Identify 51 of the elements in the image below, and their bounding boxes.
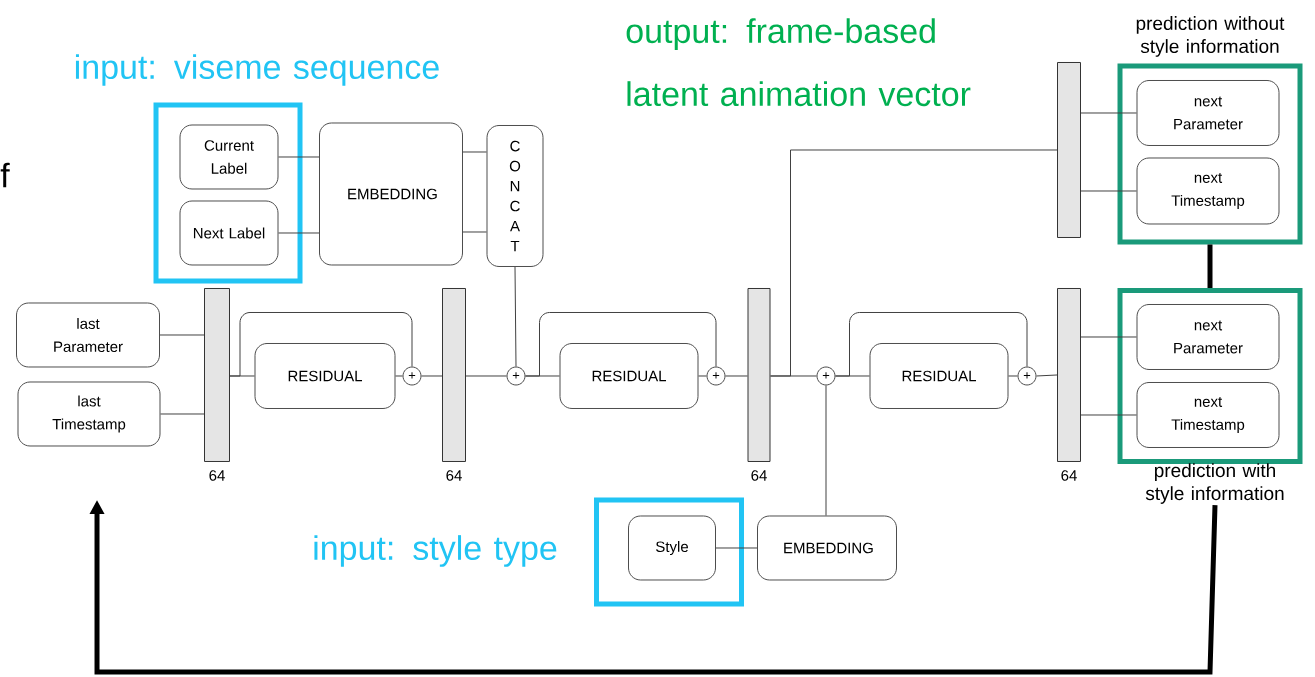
size-label: 64 — [1061, 470, 1077, 481]
layer-box: Next Label — [179, 200, 279, 266]
connector-line — [462, 151, 487, 153]
layer-box: last Parameter — [16, 302, 160, 368]
layer-box: EMBEDDING — [757, 515, 897, 581]
frame-heading: prediction with style information — [1145, 463, 1284, 504]
layer-box: Style — [628, 515, 716, 581]
connector-line — [465, 375, 507, 377]
layer-box: RESIDUAL — [869, 343, 1009, 409]
connector-line — [1080, 414, 1137, 416]
frame-heading: input: style type — [314, 535, 557, 567]
connector-line — [1036, 374, 1058, 377]
connector-line — [395, 375, 403, 377]
connector-line — [835, 312, 1028, 377]
layer-box: last Timestamp — [17, 381, 161, 447]
size-label: 64 — [751, 470, 767, 481]
connector-line — [525, 312, 717, 377]
layer-box: next Timestamp — [1136, 157, 1280, 225]
connector-line — [159, 334, 205, 336]
frame-heading: prediction without style information — [1136, 16, 1285, 57]
connector-line — [278, 232, 320, 234]
layer-bar — [1057, 62, 1081, 238]
connector-line — [278, 156, 320, 158]
layer-box: next Parameter — [1136, 304, 1280, 370]
connector-line — [462, 231, 487, 233]
connector-line — [1080, 190, 1137, 192]
layer-box: Current Label — [179, 124, 279, 190]
size-label: 64 — [209, 470, 225, 481]
layer-box: RESIDUAL — [559, 343, 699, 409]
connector-line — [160, 413, 205, 415]
connector-line — [229, 312, 413, 377]
frame-heading: input: viseme sequence — [75, 54, 439, 86]
connector-line — [514, 266, 517, 367]
connector-line — [725, 375, 748, 377]
size-label: 64 — [446, 470, 462, 481]
connector-line — [715, 547, 758, 549]
connector-line — [421, 375, 443, 377]
note-text: f — [0, 162, 10, 188]
connector-line — [770, 149, 1058, 377]
connector-line — [1207, 244, 1213, 288]
connector-line — [1008, 375, 1018, 377]
layer-box: next Timestamp — [1136, 382, 1280, 448]
layer-box: C O N C A T — [486, 125, 544, 267]
connector-line — [825, 385, 827, 516]
connector-line — [1080, 336, 1137, 338]
layer-box: next Parameter — [1136, 80, 1280, 146]
connector-line — [1080, 112, 1137, 114]
layer-box: RESIDUAL — [254, 343, 396, 409]
connector-line — [698, 375, 707, 377]
note-text: output: frame-based latent animation vector — [626, 18, 971, 107]
layer-box: EMBEDDING — [319, 122, 463, 266]
